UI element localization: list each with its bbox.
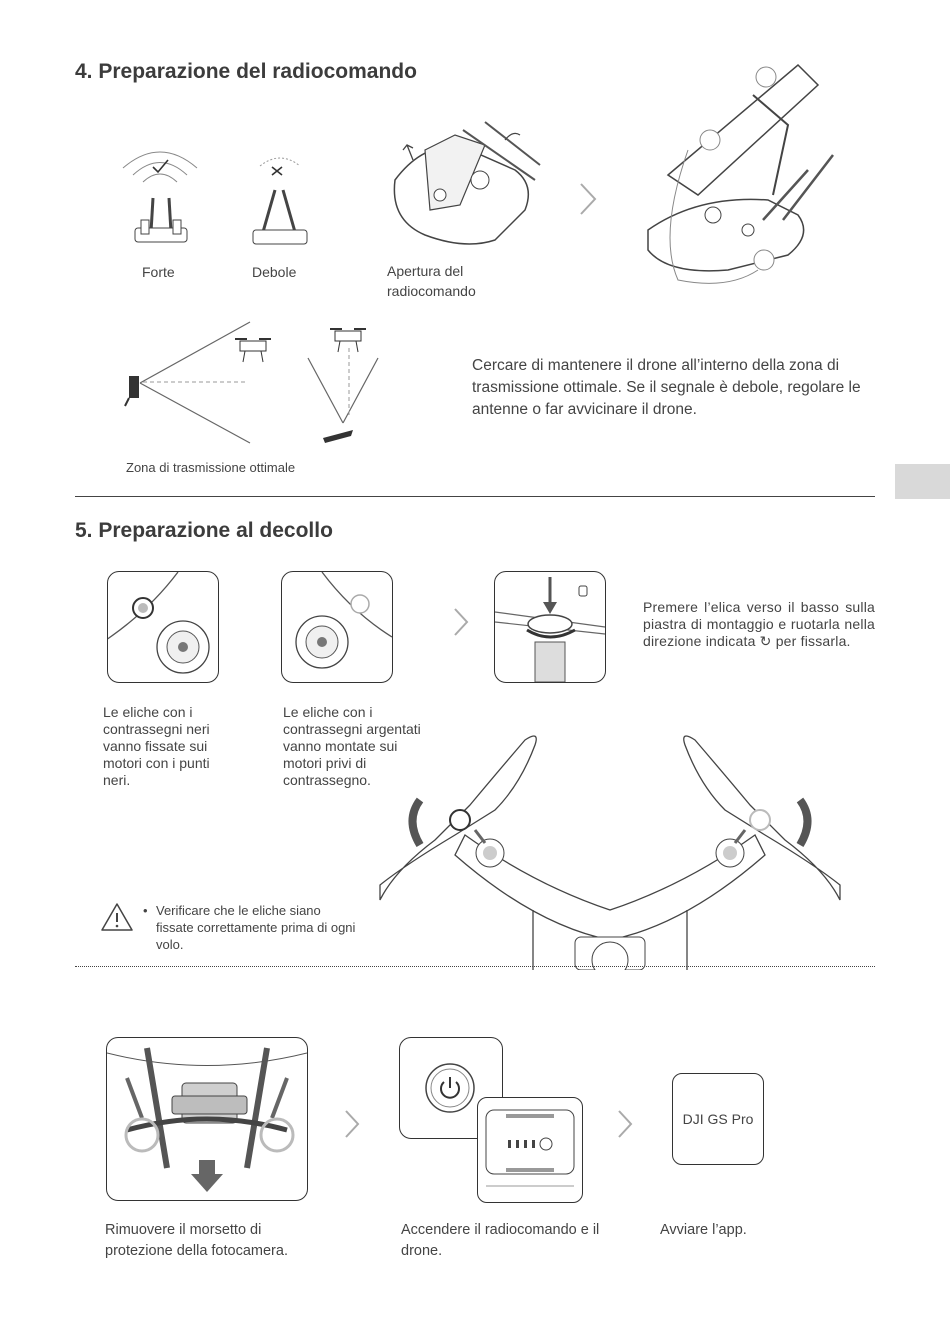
remote-power-box: [399, 1037, 503, 1139]
chevron-right-icon: [578, 182, 598, 216]
strong-caption: Forte: [142, 264, 175, 280]
transmission-instruction: Cercare di mantenere il drone all’intern…: [472, 357, 861, 418]
strong-signal-illustration: [115, 140, 205, 250]
remote-opening-illustration: [385, 110, 555, 255]
silver-motor-illustration: [281, 571, 393, 683]
press-propeller-illustration: [494, 571, 606, 683]
silver-props-caption: Le eliche con i contrassegni argentati v…: [283, 704, 421, 788]
dotted-divider: [75, 966, 875, 967]
chevron-right-icon: [452, 607, 470, 637]
black-motor-illustration: [107, 571, 219, 683]
chevron-right-icon: [343, 1109, 361, 1139]
app-icon-label: DJI GS Pro: [682, 1111, 754, 1127]
launch-app-caption: Avviare l’app.: [660, 1222, 747, 1238]
drone-battery-illustration: [477, 1097, 583, 1203]
drone-propeller-illustration: [375, 725, 845, 970]
press-instruction-end: per fissarla.: [775, 633, 851, 649]
warning-icon: [100, 902, 134, 932]
press-instruction: Premere l’elica verso il basso sulla pia…: [643, 599, 875, 650]
zone-caption: Zona di trasmissione ottimale: [126, 460, 296, 475]
warning-bullet: •: [143, 903, 148, 918]
warning-text: Verificare che le eliche siano fissate c…: [156, 903, 356, 952]
power-on-caption: Accendere il radiocomando e il drone.: [401, 1222, 600, 1259]
weak-signal-illustration: [235, 150, 325, 250]
section-tab: [895, 464, 950, 499]
black-props-caption: Le eliche con i contrassegni neri vanno …: [103, 704, 210, 788]
transmission-zone-illustration: [115, 318, 395, 453]
remote-with-tablet-illustration: [638, 55, 848, 295]
chevron-right-icon: [616, 1109, 634, 1139]
press-instruction-text: Premere l’elica verso il basso sulla pia…: [643, 599, 875, 649]
app-icon[interactable]: DJI GS Pro: [672, 1073, 764, 1165]
opening-caption: Apertura del radiocomando: [387, 263, 476, 299]
section-4-title: 4. Preparazione del radiocomando: [75, 60, 417, 83]
camera-clamp-illustration: [106, 1037, 308, 1201]
section-divider: [75, 496, 875, 497]
lock-rotation-icon: ↻: [759, 633, 772, 649]
remove-clamp-caption: Rimuovere il morsetto di protezione dell…: [105, 1222, 288, 1259]
weak-caption: Debole: [252, 264, 297, 280]
section-5-title: 5. Preparazione al decollo: [75, 519, 333, 542]
